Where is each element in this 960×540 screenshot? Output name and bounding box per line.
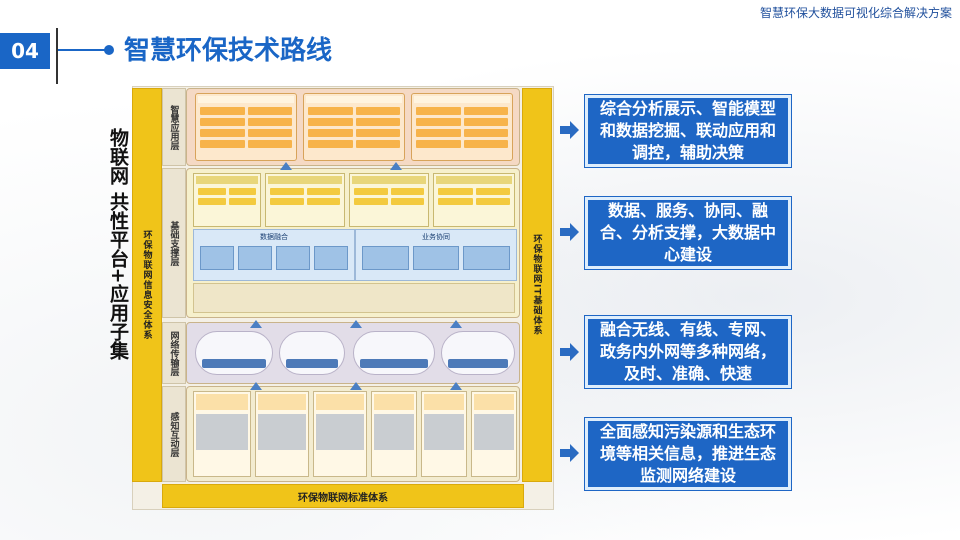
module-header [198,96,294,103]
layer-label-app: 智慧应用层 [162,88,186,166]
title-dot [104,45,114,55]
service-block [193,173,261,227]
network-cloud [195,331,273,375]
standard-system-bar: 环保物联网标准体系 [162,484,524,508]
layer-label-network: 网络传输层 [162,322,186,384]
service-block [265,173,345,227]
app-module-block [303,93,405,161]
divider-vertical [56,28,58,84]
arrow-right-icon [560,223,579,241]
app-module-block [195,93,297,161]
sensing-module [421,391,467,477]
support-detail-row [193,283,515,313]
section-number-badge: 04 [0,33,50,69]
application-layer [186,88,520,166]
sensing-module [193,391,251,477]
network-cloud [441,331,515,375]
layer-label-app-text: 智慧应用层 [168,104,179,150]
layer-label-base-text: 基础支撑层 [168,220,179,266]
service-block [349,173,429,227]
panel-support: 数据、服务、协同、融合、分析支撑，大数据中心建设 [584,196,792,270]
panel-application: 综合分析展示、智能模型和数据挖掘、联动应用和调控，辅助决策 [584,94,792,168]
layer-label-sensing-text: 感知互动层 [168,411,179,457]
security-system-label: 环保物联网信息安全体系 [141,230,152,340]
side-title: 物联网 共性平台+应用子集 [107,128,129,360]
it-infrastructure-bar: 环保物联网IT基础体系 [522,88,552,482]
layer-label-base: 基础支撑层 [162,168,186,318]
sensing-module [471,391,517,477]
data-fusion-box: 数据融合 [193,229,355,281]
divider-horizontal [58,49,108,51]
page-title: 智慧环保技术路线 [124,36,333,66]
business-collab-box: 业务协同 [355,229,517,281]
top-right-title: 智慧环保大数据可视化综合解决方案 [759,6,952,20]
arrow-right-icon [560,343,579,361]
network-cloud [353,331,435,375]
layer-label-network-text: 网络传输层 [168,330,179,376]
base-support-layer: 数据融合 业务协同 [186,168,520,318]
app-module-block [411,93,513,161]
panel-sensing: 全面感知污染源和生态环境等相关信息，推进生态监测网络建设 [584,417,792,491]
data-fusion-label: 数据融合 [260,233,288,241]
network-cloud [279,331,345,375]
sensing-module [313,391,367,477]
arrow-right-icon [560,444,579,462]
it-infrastructure-label: 环保物联网IT基础体系 [531,234,542,336]
sensing-layer [186,386,520,482]
service-block [433,173,515,227]
module-header [414,96,510,103]
sensing-module [371,391,417,477]
business-collab-label: 业务协同 [422,233,450,241]
module-header [306,96,402,103]
arrow-right-icon [560,121,579,139]
panel-network: 融合无线、有线、专网、政务内外网等多种网络，及时、准确、快速 [584,315,792,389]
security-system-bar: 环保物联网信息安全体系 [132,88,162,482]
network-layer [186,322,520,384]
sensing-module [255,391,309,477]
layer-label-sensing: 感知互动层 [162,386,186,482]
layer-connector-arrows [250,162,462,390]
